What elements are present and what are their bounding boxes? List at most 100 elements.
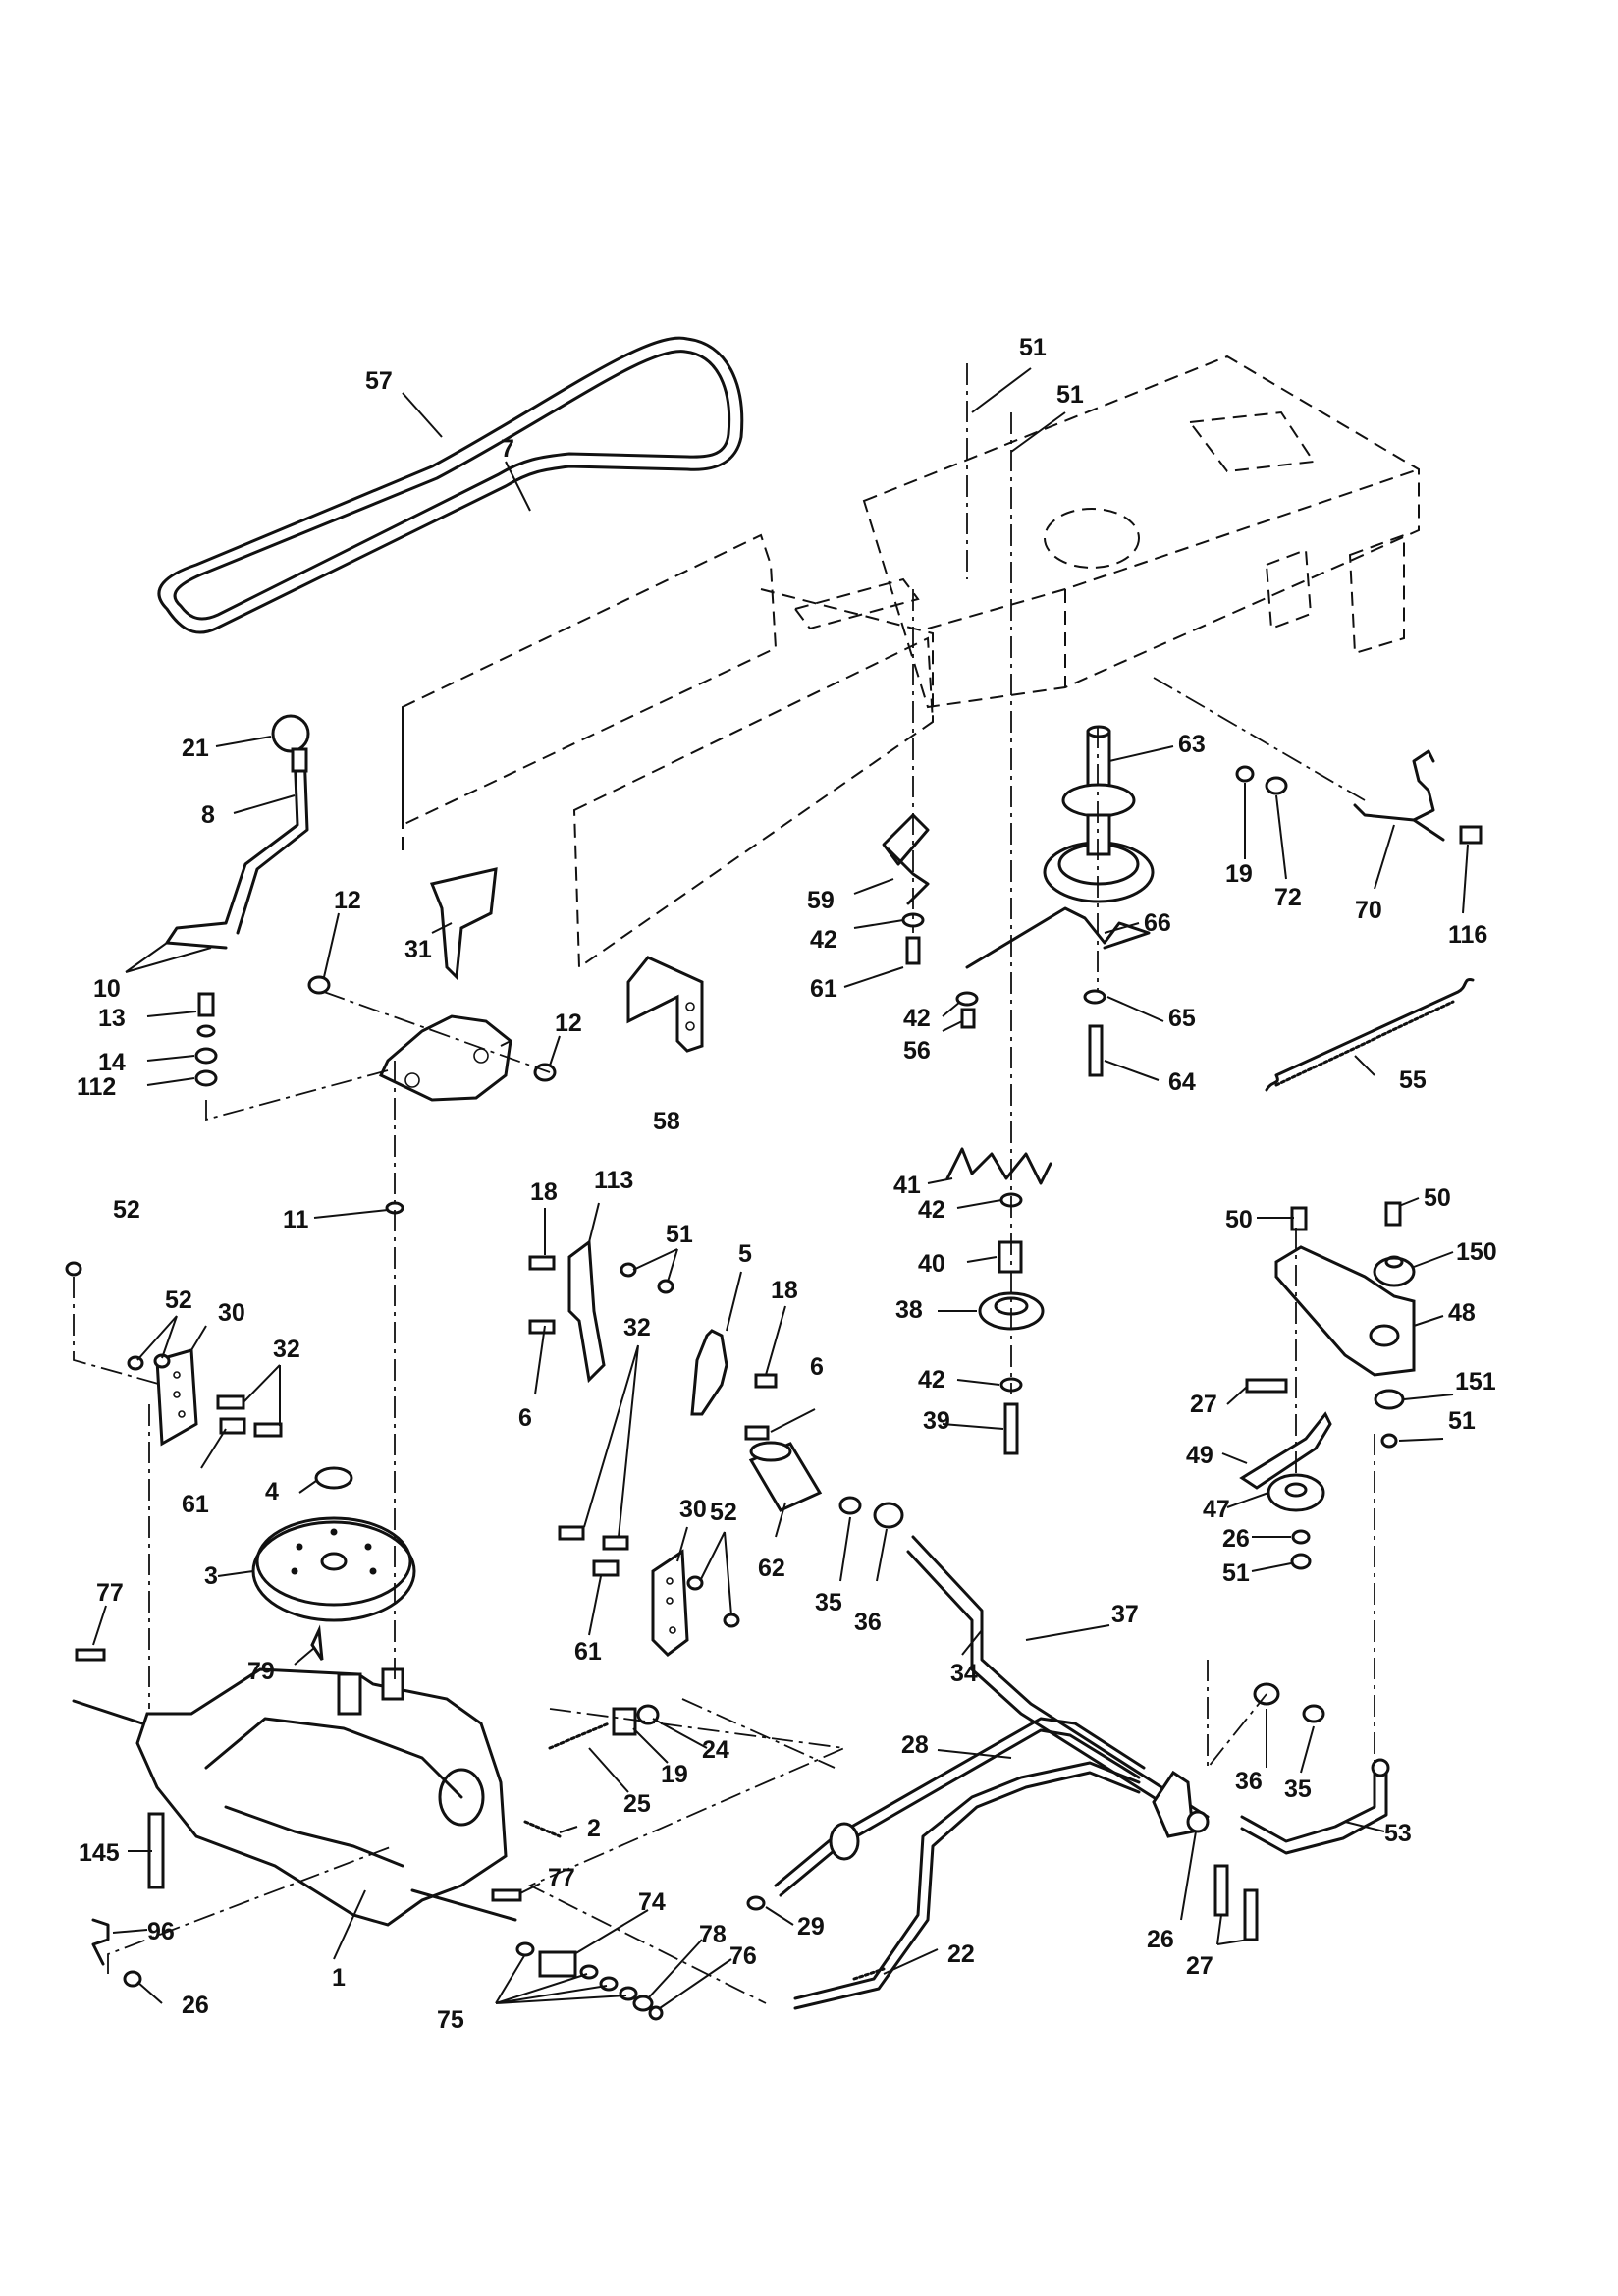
- callout-113: 113: [594, 1167, 633, 1194]
- callout-32: 32: [273, 1336, 300, 1363]
- washer-75-1: [515, 1941, 535, 1957]
- callout-51: 51: [1019, 334, 1047, 361]
- callout-35: 35: [815, 1589, 842, 1616]
- callout-4: 4: [265, 1478, 279, 1505]
- callout-36: 36: [854, 1609, 882, 1636]
- bracket-48: [1274, 1245, 1416, 1377]
- spacer-150: [1373, 1255, 1416, 1287]
- callout-24: 24: [702, 1736, 729, 1764]
- callout-26: 26: [1147, 1926, 1174, 1953]
- rod-53: [1240, 1758, 1390, 1855]
- callout-26: 26: [1222, 1525, 1250, 1553]
- nut-51-e: [1290, 1553, 1312, 1570]
- callout-72: 72: [1274, 884, 1302, 911]
- spring-55: [1265, 977, 1475, 1092]
- spring-25: [548, 1722, 611, 1750]
- callout-61: 61: [182, 1491, 209, 1518]
- spacer-151: [1374, 1389, 1405, 1410]
- bolt-27-a: [1245, 1378, 1288, 1394]
- callout-57: 57: [365, 367, 393, 395]
- clip-96: [91, 1918, 110, 1966]
- callout-22: 22: [947, 1941, 975, 1968]
- callout-65: 65: [1168, 1005, 1196, 1032]
- transaxle-1: [72, 1667, 517, 1927]
- ring-4: [314, 1466, 353, 1490]
- bracket-30-b: [651, 1549, 689, 1657]
- callout-12: 12: [334, 887, 361, 914]
- callout-150: 150: [1456, 1238, 1497, 1266]
- nut-52-c1: [686, 1575, 704, 1591]
- bracket-58: [626, 956, 704, 1053]
- callout-1: 1: [332, 1964, 346, 1992]
- rod-28: [774, 1717, 1146, 1897]
- callout-51: 51: [1222, 1559, 1250, 1587]
- callout-28: 28: [901, 1731, 929, 1759]
- callout-21: 21: [182, 735, 209, 762]
- bolt-50-a: [1290, 1206, 1308, 1231]
- nut-19-a: [1235, 765, 1255, 783]
- washer-42-b: [955, 991, 979, 1007]
- idler-arm-66: [965, 906, 1151, 969]
- bolt-32-b1: [558, 1525, 585, 1541]
- callout-76: 76: [729, 1942, 757, 1970]
- callout-62: 62: [758, 1555, 785, 1582]
- axle-rod-34: [906, 1535, 1210, 1831]
- bracket-31: [429, 867, 498, 981]
- bolt-61-c: [592, 1559, 620, 1577]
- callout-13: 13: [98, 1005, 126, 1032]
- bolt-61-b: [219, 1417, 246, 1435]
- washer-36-a: [873, 1502, 904, 1529]
- callout-50: 50: [1225, 1206, 1253, 1233]
- callout-30: 30: [218, 1299, 245, 1327]
- callout-66: 66: [1144, 909, 1171, 937]
- callout-53: 53: [1384, 1820, 1412, 1847]
- callout-2: 2: [587, 1815, 601, 1842]
- callout-61: 61: [574, 1638, 602, 1666]
- washers-left: [194, 975, 557, 1215]
- callout-78: 78: [699, 1921, 727, 1948]
- callout-26: 26: [182, 1992, 209, 2019]
- bolt-18-b: [754, 1373, 778, 1389]
- callout-116: 116: [1448, 921, 1487, 949]
- callout-30: 30: [679, 1496, 707, 1523]
- clip-76: [648, 2005, 664, 2021]
- bolt-6-b: [744, 1425, 770, 1441]
- washer-65: [1083, 989, 1106, 1005]
- idler-pulley-63: [1043, 725, 1155, 903]
- bolt-61-a: [905, 936, 921, 965]
- washer-26-c: [123, 1970, 142, 1988]
- callout-41: 41: [893, 1172, 921, 1199]
- bolt-27-b1: [1214, 1864, 1229, 1917]
- washer-75-3: [599, 1976, 619, 1992]
- callout-11: 11: [283, 1206, 309, 1233]
- callout-7: 7: [501, 435, 514, 463]
- callout-145: 145: [79, 1839, 120, 1867]
- bracket-30-a: [155, 1348, 198, 1447]
- callout-52: 52: [165, 1286, 192, 1314]
- callout-79: 79: [247, 1658, 275, 1685]
- callout-51: 51: [666, 1221, 693, 1248]
- callout-38: 38: [895, 1296, 923, 1324]
- callout-8: 8: [201, 801, 215, 829]
- callout-14: 14: [98, 1049, 126, 1076]
- callout-5: 5: [738, 1240, 752, 1268]
- bracket-5: [690, 1329, 728, 1416]
- nut-52-b1: [127, 1355, 144, 1371]
- callout-112: 112: [77, 1073, 116, 1101]
- key-77-b: [491, 1888, 522, 1902]
- nut-51-c1: [620, 1262, 637, 1278]
- callout-47: 47: [1203, 1496, 1230, 1523]
- callout-50: 50: [1424, 1184, 1451, 1212]
- callout-74: 74: [638, 1888, 666, 1916]
- callout-52: 52: [710, 1499, 737, 1526]
- sleeve-62: [748, 1441, 823, 1512]
- bracket-49: [1239, 1411, 1332, 1490]
- washer-78: [632, 1995, 654, 2012]
- spring-2: [523, 1820, 562, 1838]
- bolt-32-a2: [253, 1422, 283, 1438]
- callout-42: 42: [918, 1196, 945, 1224]
- callout-70: 70: [1355, 897, 1382, 924]
- callout-39: 39: [923, 1407, 950, 1435]
